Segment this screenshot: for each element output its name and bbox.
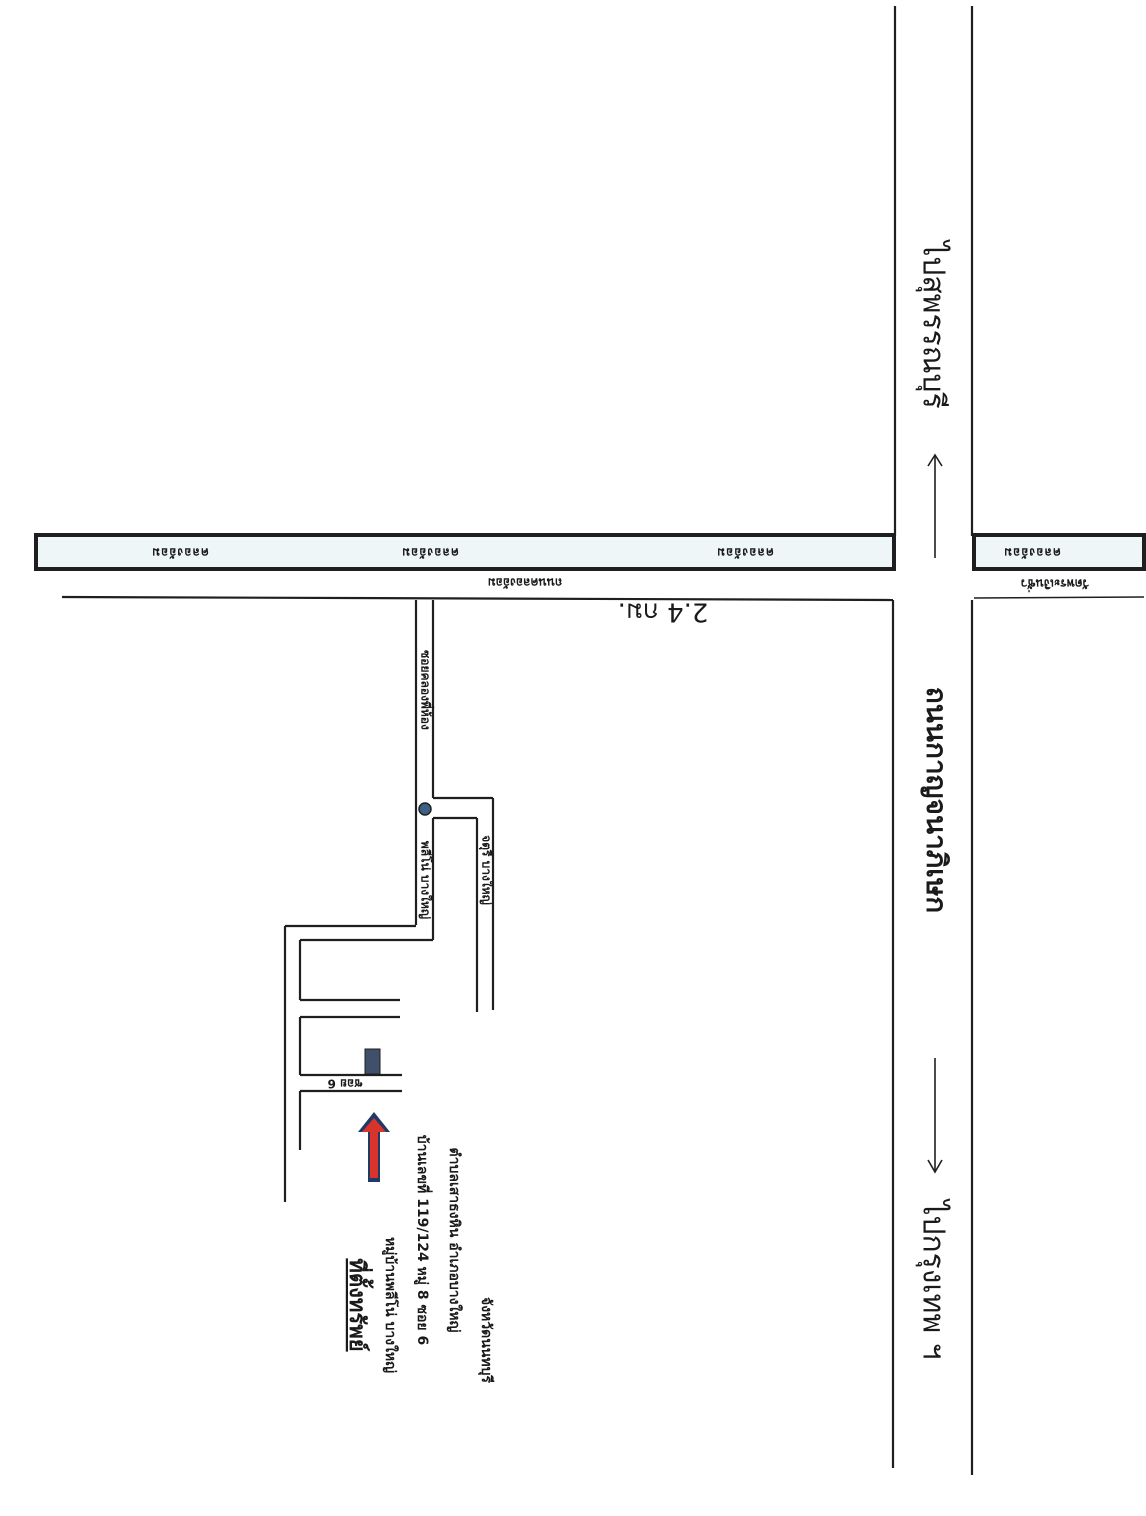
main-road-label: ถนนกาญจนาภิเษก — [920, 687, 953, 913]
canal-road-edge-right — [973, 596, 1145, 599]
soi-6-label: ซอย 6 — [328, 1077, 363, 1091]
property-line-2: บ้านเลขที่ 119/124 หมู่ 8 ซอย 6 — [414, 1135, 433, 1345]
property-line-1: หมู่บ้านพลีโน่ บางใหญ่ — [382, 1237, 400, 1373]
canal-band-left — [34, 533, 896, 571]
soi-khlong-phi-hong-label: ซอยคลองพี่ห้อง — [419, 650, 435, 730]
right-side-label: วัดพระเงินชั่ว — [1021, 577, 1090, 593]
property-line-3: ตำบลเสาธงหิน อำเภอบางใหญ่ — [446, 1148, 464, 1333]
canal-road-label: ถนนคลองอ้อม — [488, 576, 562, 590]
property-title: ที่ตั้งทรัพย์ — [344, 1258, 374, 1351]
canal-label-4: คลองอ้อม — [1003, 546, 1061, 560]
to-suphanburi-arrow-head — [927, 453, 943, 467]
canal-road-edge — [61, 595, 894, 602]
distance-label: 2.4 กม. — [618, 597, 709, 627]
to-suphanburi-label: ไปสุพรรณบุรี — [915, 239, 952, 408]
to-bangkok-arrow-head — [927, 1159, 943, 1174]
to-bangkok-label: ไปกรุงเทพ ฯ — [915, 1198, 952, 1359]
property-line-4: จังหวัดนนทบุรี — [478, 1297, 494, 1383]
canal-label-2: คลองอ้อม — [401, 546, 459, 560]
junction-marker — [418, 802, 432, 816]
canal-band-right — [972, 533, 1146, 571]
house-marker — [364, 1048, 381, 1075]
property-arrow — [358, 1112, 390, 1182]
canal-label-1: คลองอ้อม — [151, 546, 209, 560]
canal-label-3: คลองอ้อม — [716, 546, 774, 560]
village-lane-2-label: จตุรี บางใหญ่ — [479, 835, 495, 905]
village-lane-label: พลีโน่ บางใหญ่ — [419, 841, 434, 919]
